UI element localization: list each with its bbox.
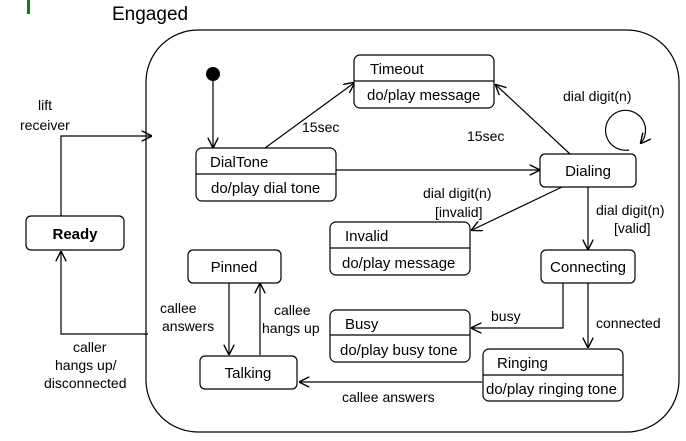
- transition-dial-digit-self: [605, 109, 646, 151]
- label-invalid-guard: [invalid]: [435, 204, 482, 220]
- state-connecting: Connecting: [540, 249, 636, 284]
- state-timeout: Timeout do/play message: [353, 54, 495, 109]
- state-ready: Ready: [25, 215, 125, 251]
- state-pinned: Pinned: [187, 249, 282, 284]
- transition-lift-receiver: [60, 136, 151, 216]
- accent-bar: [27, 0, 30, 14]
- label-15sec-dialing: 15sec: [467, 128, 504, 144]
- state-dialing-name: Dialing: [565, 163, 611, 180]
- label-dial-digit-invalid: dial digit(n): [423, 185, 491, 201]
- state-busy: Busy do/play busy tone: [329, 309, 471, 363]
- state-pinned-name: Pinned: [211, 259, 258, 276]
- transition-dialtone-timeout: [264, 83, 354, 149]
- state-dialtone-action: do/play dial tone: [211, 180, 320, 197]
- state-connecting-name: Connecting: [550, 259, 626, 276]
- label-answers: answers: [162, 318, 214, 334]
- label-dial-digit-valid: dial digit(n): [596, 202, 664, 218]
- state-ringing: Ringing do/play ringing tone: [482, 348, 624, 402]
- state-dialing: Dialing: [539, 153, 637, 188]
- composite-title: Engaged: [112, 4, 188, 25]
- state-invalid-action: do/play message: [342, 255, 455, 272]
- label-valid-guard: [valid]: [614, 220, 651, 236]
- state-dialtone-name: DialTone: [210, 154, 268, 171]
- label-callee-answers-ringing: callee answers: [342, 389, 435, 405]
- label-callee: callee: [160, 300, 197, 316]
- label-connected: connected: [596, 315, 661, 331]
- state-ringing-name: Ringing: [497, 355, 548, 372]
- label-receiver: receiver: [20, 117, 70, 133]
- state-talking: Talking: [199, 355, 298, 390]
- label-disconnected: disconnected: [44, 375, 127, 391]
- label-hangs-up: hangs up/: [55, 357, 117, 373]
- label-dial-digit-self: dial digit(n): [563, 88, 631, 104]
- state-invalid-name: Invalid: [345, 228, 388, 245]
- label-caller: caller: [73, 339, 107, 355]
- state-timeout-action: do/play message: [367, 87, 480, 104]
- label-hangs-up-2: hangs up: [262, 320, 320, 336]
- label-busy: busy: [491, 308, 521, 324]
- composite-state-engaged: [145, 29, 680, 433]
- state-busy-name: Busy: [345, 316, 379, 333]
- state-ready-name: Ready: [52, 226, 98, 243]
- label-lift: lift: [38, 97, 52, 113]
- transition-connecting-busy: [472, 283, 564, 328]
- label-15sec-dialtone: 15sec: [302, 119, 339, 135]
- state-talking-name: Talking: [225, 365, 272, 382]
- state-busy-action: do/play busy tone: [340, 342, 458, 359]
- state-timeout-name: Timeout: [370, 61, 424, 78]
- state-invalid: Invalid do/play message: [329, 221, 471, 276]
- transition-caller-hangs-up: [61, 252, 148, 335]
- state-dialtone: DialTone do/play dial tone: [195, 147, 337, 202]
- transition-dialing-timeout: [496, 85, 571, 155]
- label-callee-hangs: callee: [274, 302, 311, 318]
- initial-state-dot: [206, 67, 220, 81]
- transition-dialing-invalid: [472, 186, 563, 230]
- state-ringing-action: do/play ringing tone: [486, 381, 617, 398]
